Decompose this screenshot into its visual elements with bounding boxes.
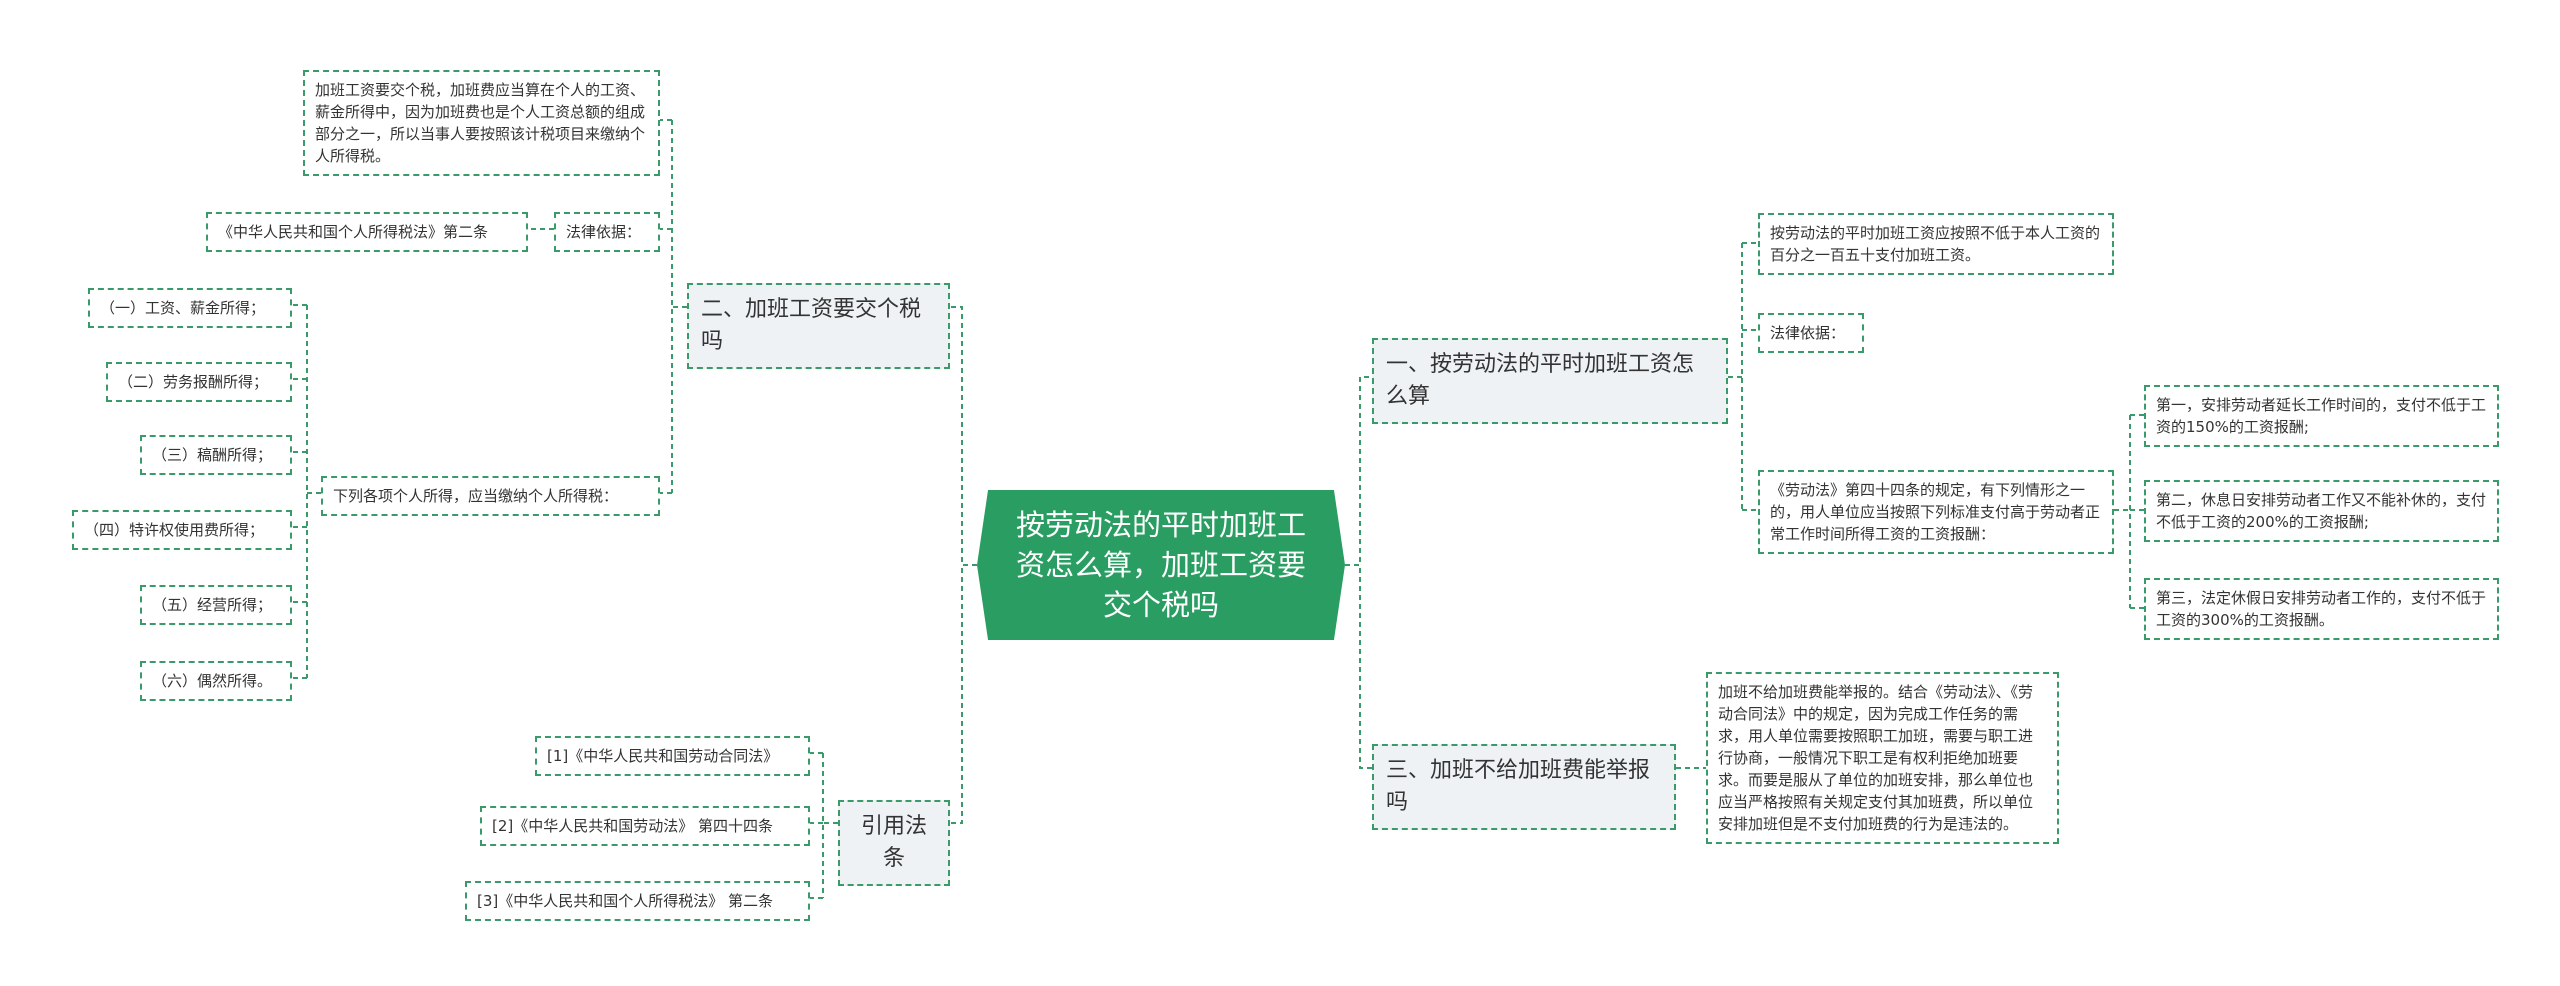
link-b2-children bbox=[660, 119, 687, 494]
legal-basis-tax-law-ref[interactable]: 《中华人民共和国个人所得税法》第二条 bbox=[206, 212, 528, 252]
branch-overtime-calc[interactable]: 一、按劳动法的平时加班工资怎么算 bbox=[1372, 338, 1728, 424]
link-b1-children bbox=[1728, 242, 1758, 511]
link-root-b3 bbox=[1345, 564, 1372, 769]
income-item[interactable]: （六）偶然所得。 bbox=[140, 661, 292, 701]
art44-item[interactable]: 第三，法定休假日安排劳动者工作的，支付不低于工资的300%的工资报酬。 bbox=[2144, 578, 2499, 640]
branch-tax-question[interactable]: 二、加班工资要交个税吗 bbox=[687, 283, 950, 369]
labor-law-art44-intro[interactable]: 《劳动法》第四十四条的规定，有下列情形之一的，用人单位应当按照下列标准支付高于劳… bbox=[1758, 470, 2114, 554]
tax-explanation[interactable]: 加班工资要交个税，加班费应当算在个人的工资、薪金所得中，因为加班费也是个人工资总… bbox=[303, 70, 660, 176]
link-root-b2 bbox=[950, 306, 977, 566]
branch-cited-laws[interactable]: 引用法条 bbox=[838, 800, 950, 886]
income-item[interactable]: （三）稿酬所得； bbox=[140, 435, 292, 475]
labor-law-basis-label[interactable]: 法律依据： bbox=[1758, 313, 1864, 353]
overtime-calc-answer[interactable]: 按劳动法的平时加班工资应按照不低于本人工资的百分之一百五十支付加班工资。 bbox=[1758, 213, 2114, 275]
art44-item[interactable]: 第二，休息日安排劳动者工作又不能补休的，支付不低于工资的200%的工资报酬; bbox=[2144, 480, 2499, 542]
cited-law-item[interactable]: [2]《中华人民共和国劳动法》 第四十四条 bbox=[480, 806, 810, 846]
income-item[interactable]: （五）经营所得； bbox=[140, 585, 292, 625]
legal-basis-label[interactable]: 法律依据： bbox=[554, 212, 660, 252]
branch-overtime-report[interactable]: 三、加班不给加班费能举报吗 bbox=[1372, 744, 1676, 830]
overtime-report-detail[interactable]: 加班不给加班费能举报的。结合《劳动法》、《劳动合同法》中的规定，因为完成工作任务… bbox=[1706, 672, 2059, 844]
income-item[interactable]: （二）劳务报酬所得； bbox=[106, 362, 292, 402]
cited-law-item[interactable]: [1]《中华人民共和国劳动合同法》 bbox=[535, 736, 810, 776]
income-items-intro[interactable]: 下列各项个人所得，应当缴纳个人所得税： bbox=[321, 476, 660, 516]
art44-item[interactable]: 第一，安排劳动者延长工作时间的，支付不低于工资的150%的工资报酬; bbox=[2144, 385, 2499, 447]
link-root-b1 bbox=[1345, 376, 1372, 566]
root-topic[interactable]: 按劳动法的平时加班工资怎么算，加班工资要交个税吗 bbox=[977, 490, 1345, 640]
link-root-refs bbox=[950, 564, 977, 824]
income-item[interactable]: （一）工资、薪金所得； bbox=[88, 288, 292, 328]
link-art44-children bbox=[2114, 414, 2144, 609]
link-income-list bbox=[292, 304, 321, 679]
cited-law-item[interactable]: [3]《中华人民共和国个人所得税法》 第二条 bbox=[465, 881, 810, 921]
link-refs-children bbox=[810, 752, 838, 899]
income-item[interactable]: （四）特许权使用费所得； bbox=[72, 510, 292, 550]
